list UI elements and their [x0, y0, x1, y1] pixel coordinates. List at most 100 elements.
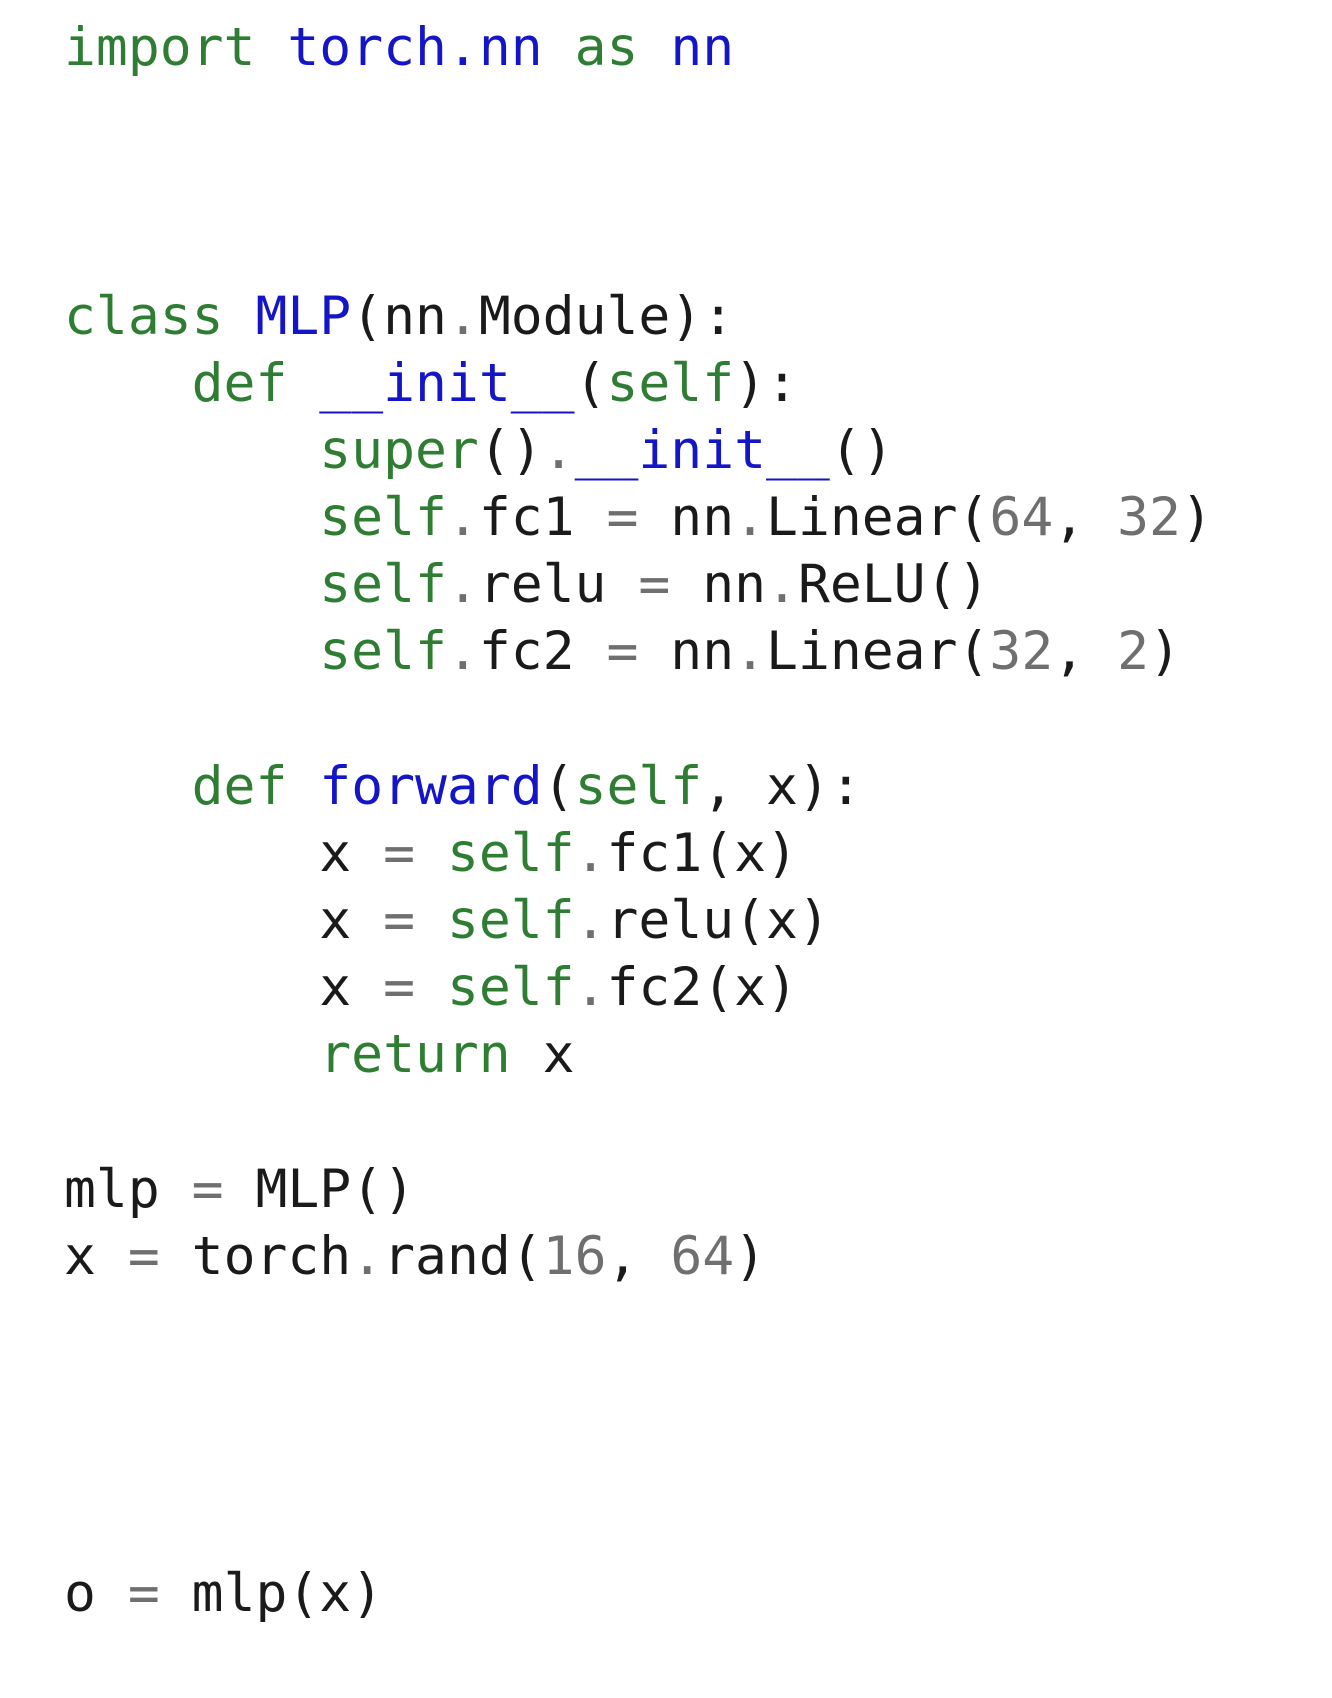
code-line: o = mlp(x) [64, 1561, 383, 1627]
code-line: super().__init__() [319, 418, 893, 484]
code-token-operator: = [638, 554, 671, 615]
code-token-text: rand( [383, 1226, 543, 1287]
code-token-keyword: as [574, 17, 639, 78]
code-line: self.fc1 = nn.Linear(64, 32) [319, 485, 1213, 551]
code-token-keyword: def [191, 353, 288, 414]
code-token-text: fc1(x) [606, 823, 798, 884]
code-token-keyword: return [319, 1024, 511, 1085]
code-token-text: x [319, 890, 384, 951]
code-token-text: MLP() [223, 1159, 416, 1220]
code-token-operator: = [383, 890, 416, 951]
code-line: x = torch.rand(16, 64) [64, 1224, 766, 1290]
code-token-number: 16 [542, 1226, 607, 1287]
code-token-operator: . [446, 554, 479, 615]
code-token-operator: = [606, 487, 639, 548]
code-token-text: x [64, 1226, 128, 1287]
code-token-operator: = [127, 1226, 160, 1287]
code-token-text: (nn [351, 286, 447, 347]
code-token-operator: . [351, 1226, 384, 1287]
code-token-operator: . [446, 286, 479, 347]
code-token-text: , [606, 1226, 671, 1287]
code-token-text [543, 17, 575, 78]
code-token-keyword: import [64, 17, 256, 78]
code-token-keyword: self [446, 957, 575, 1018]
code-token-name: forward [319, 756, 543, 817]
code-line: x = self.fc2(x) [319, 955, 798, 1021]
code-token-text: Module): [478, 286, 735, 347]
code-token-keyword: self [446, 823, 575, 884]
code-token-text: fc2(x) [606, 957, 798, 1018]
code-token-operator: . [574, 823, 607, 884]
code-token-text [287, 353, 319, 414]
code-token-text: , x): [702, 756, 862, 817]
code-token-operator: = [383, 823, 416, 884]
code-token-keyword: super [319, 420, 479, 481]
code-token-number: 32 [989, 621, 1054, 682]
code-token-name: torch.nn [287, 17, 543, 78]
code-token-keyword: self [319, 621, 447, 682]
code-line: x = self.relu(x) [319, 888, 830, 954]
code-token-operator: . [446, 621, 479, 682]
code-token-text: nn [670, 554, 767, 615]
code-line: def __init__(self): [192, 351, 798, 417]
code-token-text: Linear( [766, 487, 990, 548]
code-token-text: ) [734, 1226, 767, 1287]
code-token-text [415, 957, 447, 1018]
code-token-operator: . [446, 487, 479, 548]
code-token-text [224, 286, 256, 347]
code-token-keyword: self [319, 554, 447, 615]
code-token-operator: . [542, 420, 575, 481]
code-token-text: ( [574, 353, 607, 414]
code-token-text: () [478, 420, 543, 481]
code-token-number: 64 [989, 487, 1054, 548]
code-token-text: fc1 [478, 487, 607, 548]
code-token-name: __init__ [319, 353, 575, 414]
code-token-text: relu(x) [606, 890, 830, 951]
code-line: self.relu = nn.ReLU() [319, 552, 989, 618]
code-token-operator: . [574, 957, 607, 1018]
code-token-text: , [1053, 487, 1118, 548]
code-token-keyword: self [319, 487, 447, 548]
code-token-name: __init__ [574, 420, 830, 481]
code-token-text [287, 756, 319, 817]
code-token-text: () [829, 420, 894, 481]
code-token-operator: . [734, 621, 767, 682]
code-line: class MLP(nn.Module): [64, 284, 734, 350]
code-token-text: relu [478, 554, 639, 615]
code-token-keyword: def [191, 756, 288, 817]
code-line: self.fc2 = nn.Linear(32, 2) [319, 619, 1181, 685]
code-token-text: torch [159, 1226, 352, 1287]
code-token-name: nn [670, 17, 735, 78]
code-token-number: 64 [670, 1226, 735, 1287]
code-token-keyword: class [64, 286, 224, 347]
code-token-text: x [319, 957, 384, 1018]
code-line: import torch.nn as nn [64, 15, 734, 81]
code-token-operator: . [574, 890, 607, 951]
code-token-operator: . [766, 554, 798, 615]
code-token-text: ): [734, 353, 798, 414]
code-token-text: ReLU() [797, 554, 990, 615]
code-token-keyword: self [606, 353, 735, 414]
code-token-operator: = [191, 1159, 224, 1220]
code-token-name: MLP [255, 286, 352, 347]
code-token-text: fc2 [478, 621, 607, 682]
code-token-text: mlp(x) [159, 1563, 384, 1624]
code-token-text: o [64, 1563, 128, 1624]
code-token-text [255, 17, 287, 78]
code-token-number: 2 [1117, 621, 1149, 682]
code-token-text: , [1053, 621, 1118, 682]
code-token-number: 32 [1117, 487, 1181, 548]
code-line: def forward(self, x): [192, 754, 862, 820]
code-token-operator: . [734, 487, 767, 548]
code-token-keyword: self [446, 890, 575, 951]
code-token-text: x [510, 1024, 575, 1085]
code-line: return x [319, 1022, 574, 1088]
code-token-text: Linear( [766, 621, 990, 682]
code-token-text [638, 17, 670, 78]
code-token-text: x [319, 823, 384, 884]
code-line: mlp = MLP() [64, 1157, 415, 1223]
code-token-keyword: self [574, 756, 703, 817]
code-line: x = self.fc1(x) [319, 821, 798, 887]
code-token-text: mlp [64, 1159, 192, 1220]
